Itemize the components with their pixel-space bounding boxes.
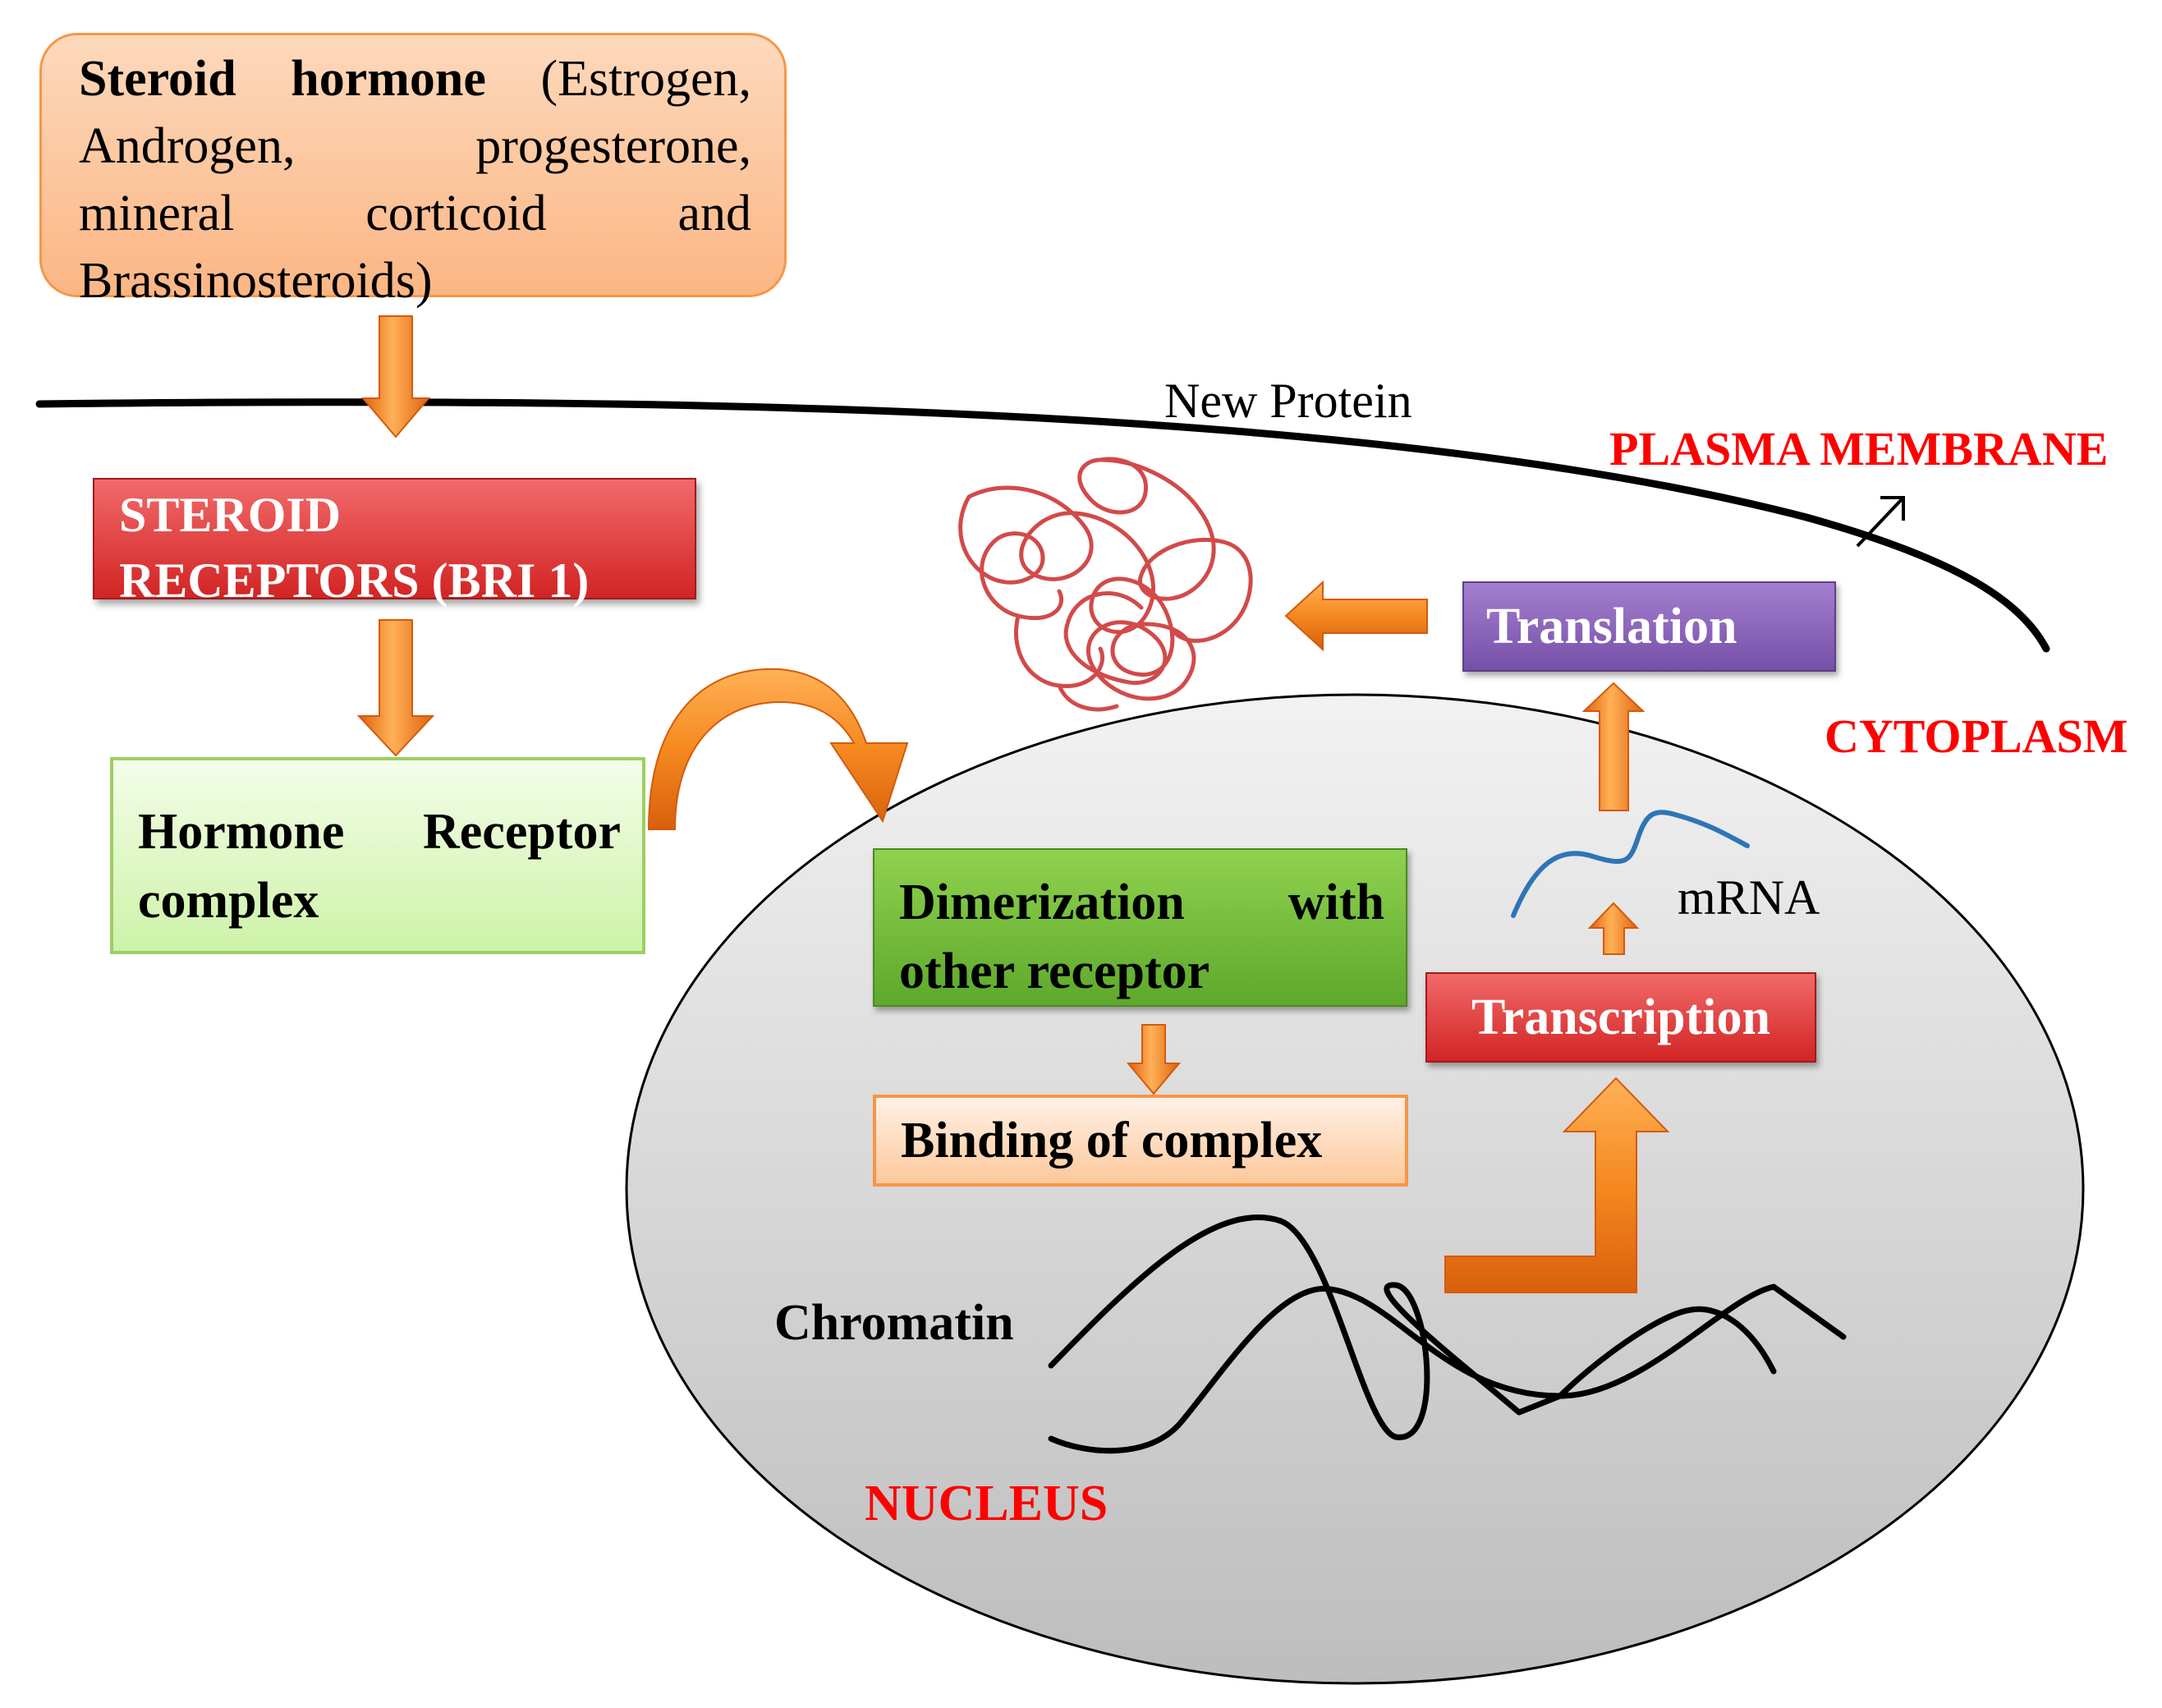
new-protein-tangle: [958, 457, 1253, 712]
chromatin-strand-1: [1048, 1214, 1777, 1440]
plasma-membrane-pointer-arrow: [1856, 496, 1905, 548]
arrow-hormone-to-receptor: [360, 315, 431, 438]
arrow-chromatin-to-transcription: [1444, 1077, 1670, 1293]
new-protein-label: New Protein: [1164, 374, 1412, 428]
transcription-box: Transcription: [1425, 972, 1816, 1063]
steroid-receptors-box: STEROID RECEPTORS (BRI 1): [93, 478, 696, 608]
nucleus-label: NUCLEUS: [865, 1476, 1109, 1531]
arrow-receptor-to-complex: [356, 619, 435, 757]
hormone-receptor-complex-box: Hormone Receptor complex: [110, 757, 645, 954]
arrow-translation-to-protein: [1284, 580, 1428, 652]
steroid-hormone-examples: (Estrogen, Androgen, progesterone, miner…: [79, 51, 751, 309]
arrow-mrna-to-translation: [1581, 682, 1646, 811]
steroid-receptors-line2: RECEPTORS (BRI 1): [119, 553, 590, 608]
arrow-transcription-to-mrna: [1587, 902, 1640, 955]
binding-of-complex-box: Binding of complex: [873, 1095, 1408, 1187]
chromatin-strand-2: [1048, 1283, 1847, 1454]
arrow-complex-to-nucleus-curved: [647, 668, 909, 830]
chromatin-label: Chromatin: [774, 1295, 1014, 1351]
arrow-dimer-to-binding: [1126, 1024, 1182, 1095]
cytoplasm-label: CYTOPLASM: [1825, 709, 2128, 763]
steroid-receptors-line1: STEROID: [119, 488, 342, 542]
mrna-label: mRNA: [1678, 870, 1820, 925]
mrna-strand: [1511, 810, 1750, 918]
steroid-hormone-title: Steroid hormone: [79, 51, 486, 107]
dimerization-box: Dimerization with other receptor: [873, 848, 1407, 1007]
nucleus-ellipse: [625, 693, 2085, 1685]
plasma-membrane-label: PLASMA MEMBRANE: [1609, 422, 2109, 475]
plasma-membrane-line: [35, 398, 2050, 653]
steroid-hormone-box: Steroid hormone (Estrogen, Androgen, pro…: [39, 33, 787, 309]
translation-box: Translation: [1462, 581, 1836, 672]
